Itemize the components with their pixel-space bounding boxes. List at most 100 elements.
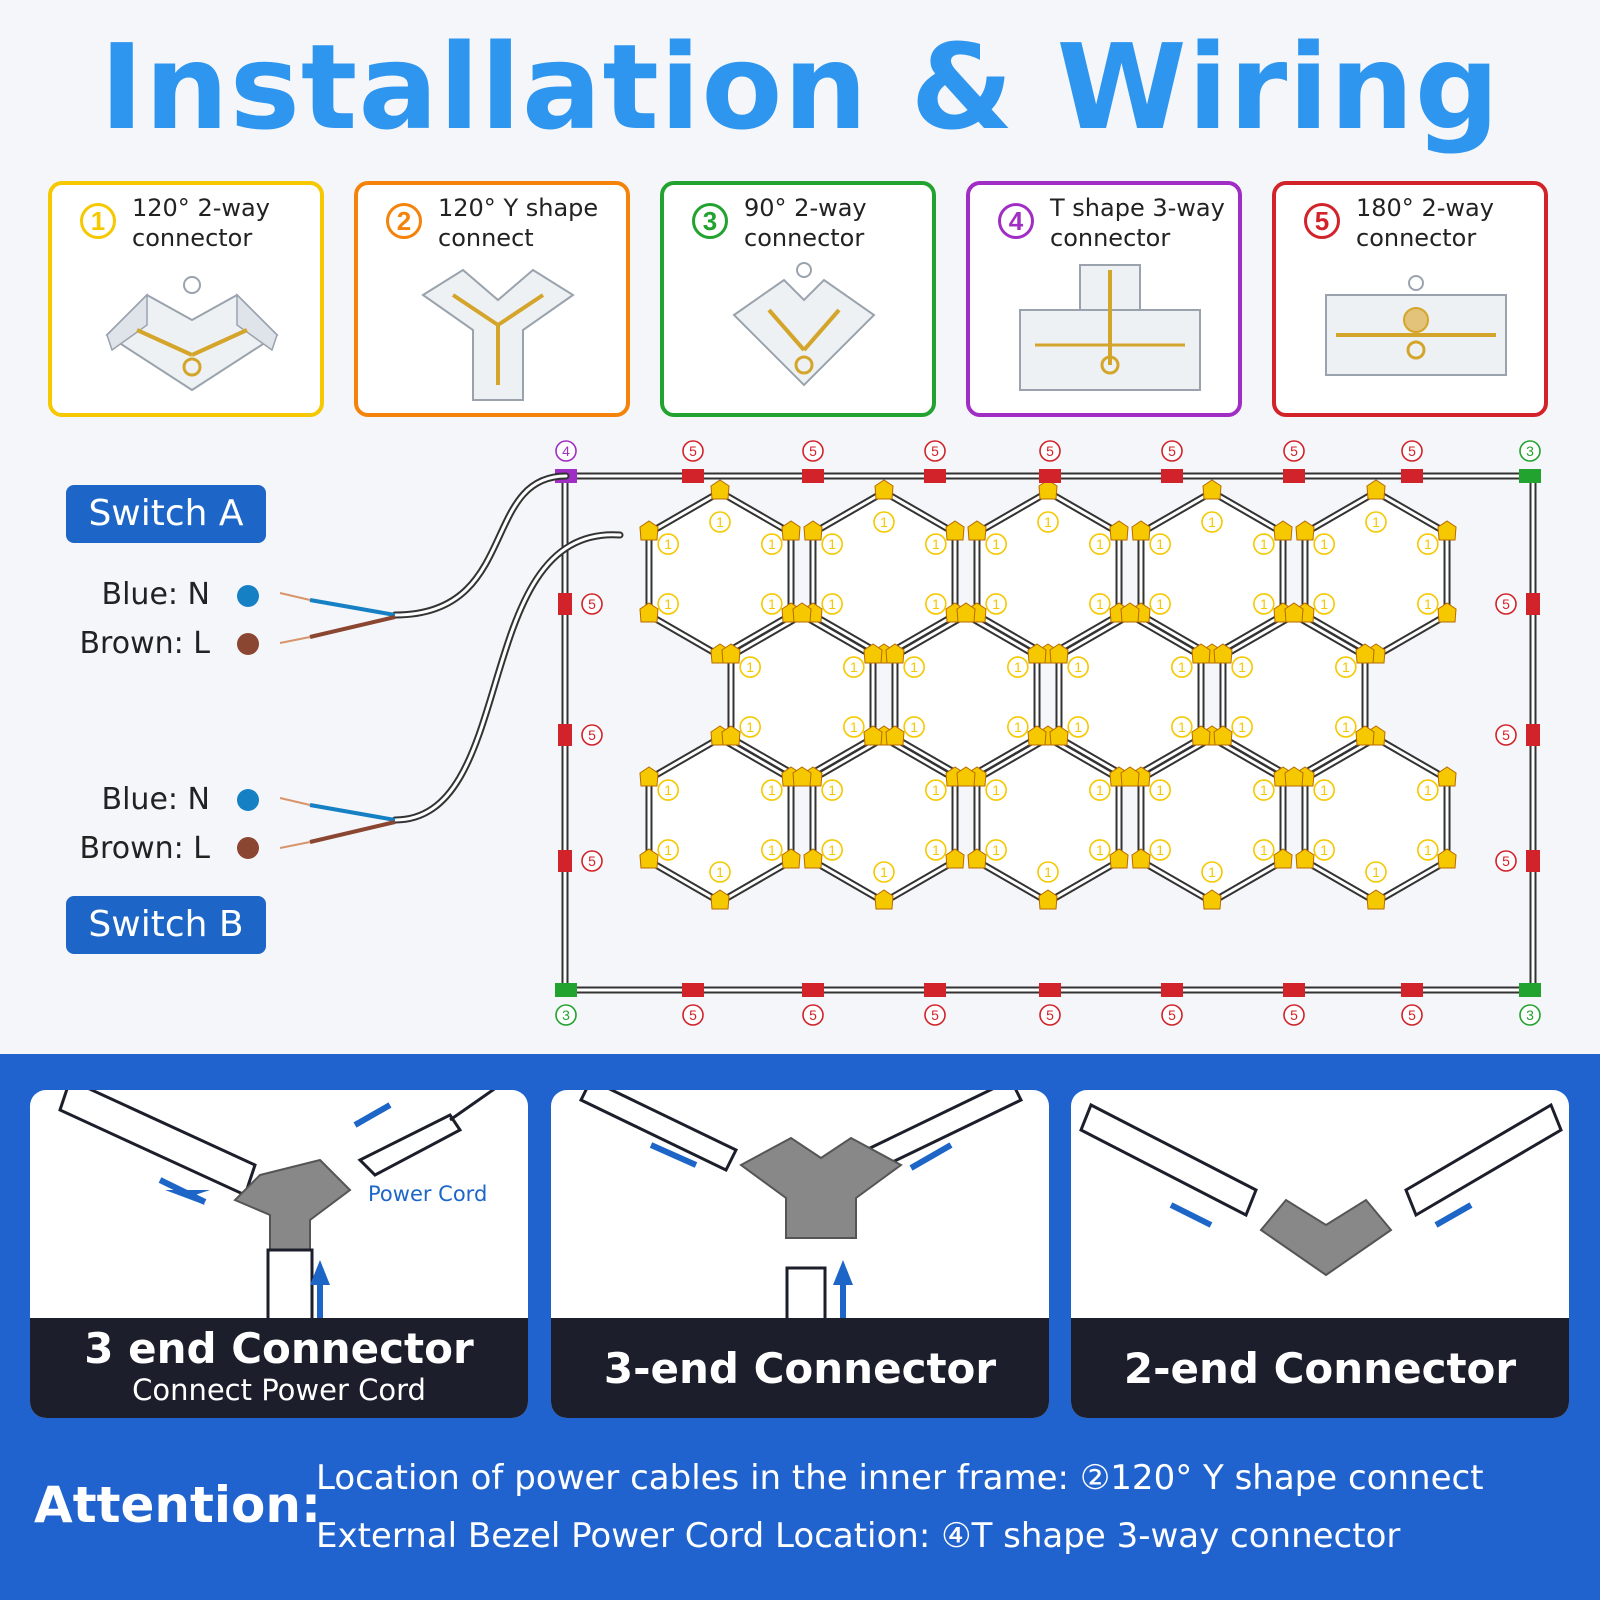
two-way-connector-marker xyxy=(1213,725,1233,746)
power-cord-connector-illustration xyxy=(58,1090,496,1330)
frame-bottom-label-text: 3 xyxy=(562,1007,570,1023)
switch-b-brown-label: Brown: L xyxy=(79,831,210,866)
t-shape-connector-icon xyxy=(1019,264,1201,391)
frame-connector-marker xyxy=(1039,983,1061,997)
hex-connector-label-text: 1 xyxy=(1260,536,1268,552)
two-way-connector-marker xyxy=(1295,520,1315,541)
switch-a-badge: Switch A xyxy=(66,485,266,543)
hex-connector-label-text: 1 xyxy=(1096,536,1104,552)
frame-bottom-label-text: 5 xyxy=(1408,1007,1416,1023)
frame-left-label xyxy=(581,850,603,872)
frame-connector-marker xyxy=(1161,469,1183,483)
frame-bottom-label-text: 5 xyxy=(1046,1007,1054,1023)
frame-connector-marker xyxy=(1401,983,1423,997)
frame-top-label-text: 3 xyxy=(1526,443,1534,459)
hex-connector-label xyxy=(1149,779,1171,801)
hex-bottom-label-text: 1 xyxy=(716,864,724,880)
panel-subtitle: Connect Power Cord xyxy=(132,1373,426,1407)
frame-connector-marker xyxy=(1519,469,1541,483)
two-way-connector-marker xyxy=(1027,643,1047,664)
hex-connector-label xyxy=(1171,656,1193,678)
number-badge-2: 2 xyxy=(386,203,422,239)
attention-line-2: External Bezel Power Cord Location: ④T s… xyxy=(316,1516,1401,1556)
hex-connector-label-text: 1 xyxy=(1320,596,1328,612)
hex-connector-label-text: 1 xyxy=(1320,536,1328,552)
frame-bottom-label xyxy=(1161,1004,1183,1026)
hex-connector-label-text: 1 xyxy=(828,596,836,612)
frame-top-label-text: 4 xyxy=(562,443,570,459)
hex-connector-label-text: 1 xyxy=(1074,659,1082,675)
180-degree-connector-icon xyxy=(1325,275,1507,376)
hex-connector-label xyxy=(1231,656,1253,678)
hex-connector-label-text: 1 xyxy=(1260,596,1268,612)
hex-connector-label-text: 1 xyxy=(992,596,1000,612)
frame-bottom-label xyxy=(802,1004,824,1026)
hex-connector-label-text: 1 xyxy=(1178,719,1186,735)
power-cord-label: Power Cord xyxy=(368,1182,488,1206)
hex-connector-label-text: 1 xyxy=(1342,719,1350,735)
hex-connector-label xyxy=(903,656,925,678)
hex-connector-label-text: 1 xyxy=(828,536,836,552)
frame-left-label-text: 5 xyxy=(588,853,596,869)
two-way-connector-marker xyxy=(781,520,801,541)
frame-top-label-text: 5 xyxy=(931,443,939,459)
hex-connector-label xyxy=(821,533,843,555)
hex-top-label-text: 1 xyxy=(1372,514,1380,530)
two-way-connector-marker xyxy=(1202,889,1222,910)
number-badge-3: 3 xyxy=(692,203,728,239)
hex-connector-label xyxy=(1253,779,1275,801)
hex-bottom-label xyxy=(709,861,731,883)
two-way-connector-marker xyxy=(1027,725,1047,746)
frame-connector-marker xyxy=(558,593,572,615)
hex-connector-label xyxy=(1417,593,1439,615)
90-degree-connector-icon xyxy=(732,262,876,387)
hex-connector-label xyxy=(1067,656,1089,678)
hex-connector-label xyxy=(761,593,783,615)
two-way-connector-marker xyxy=(874,479,894,500)
frame-top-label-text: 5 xyxy=(1290,443,1298,459)
frame-connector-marker xyxy=(555,983,577,997)
hex-connector-label-text: 1 xyxy=(1260,782,1268,798)
hex-bottom-label xyxy=(1201,861,1223,883)
hex-connector-label xyxy=(1253,593,1275,615)
frame-connector-marker xyxy=(1526,724,1540,746)
two-way-connector-marker xyxy=(1131,520,1151,541)
panel-title: 3 end Connector xyxy=(84,1324,474,1373)
frame-connector-marker xyxy=(1283,983,1305,997)
frame-right-label xyxy=(1495,593,1517,615)
120-degree-connector-icon xyxy=(105,276,279,392)
frame-connector-marker xyxy=(1401,469,1423,483)
frame-connector-marker xyxy=(682,469,704,483)
hex-connector-label-text: 1 xyxy=(1096,782,1104,798)
two-way-connector-marker xyxy=(1202,479,1222,500)
hex-connector-label-text: 1 xyxy=(910,659,918,675)
frame-bottom-label xyxy=(1039,1004,1061,1026)
switch-a-leads-blue xyxy=(309,598,396,617)
panel-title: 3-end Connector xyxy=(603,1344,997,1393)
frame-top-label xyxy=(1401,440,1423,462)
frame-top-label xyxy=(1283,440,1305,462)
hex-connector-label xyxy=(1149,593,1171,615)
panel-2-end: 2-end Connector xyxy=(1071,1090,1569,1418)
blue-wire-dot xyxy=(237,789,259,811)
two-way-connector-marker xyxy=(1437,766,1457,787)
frame-bottom-label xyxy=(682,1004,704,1026)
hex-connector-label-text: 1 xyxy=(1096,842,1104,858)
two-way-connector-marker xyxy=(1437,520,1457,541)
two-way-connector-marker xyxy=(885,643,905,664)
frame-left-label xyxy=(581,593,603,615)
frame-top-label-text: 5 xyxy=(1408,443,1416,459)
two-way-connector-marker xyxy=(639,766,659,787)
hex-connector-label xyxy=(1417,779,1439,801)
frame-connector-marker xyxy=(1039,469,1061,483)
two-way-connector-marker xyxy=(885,725,905,746)
hex-connector-label xyxy=(1067,716,1089,738)
hex-connector-label-text: 1 xyxy=(932,596,940,612)
frame-connector-marker xyxy=(1283,469,1305,483)
hex-top-label xyxy=(709,511,731,533)
hex-connector-label xyxy=(1417,839,1439,861)
hex-connector-label-text: 1 xyxy=(1238,659,1246,675)
